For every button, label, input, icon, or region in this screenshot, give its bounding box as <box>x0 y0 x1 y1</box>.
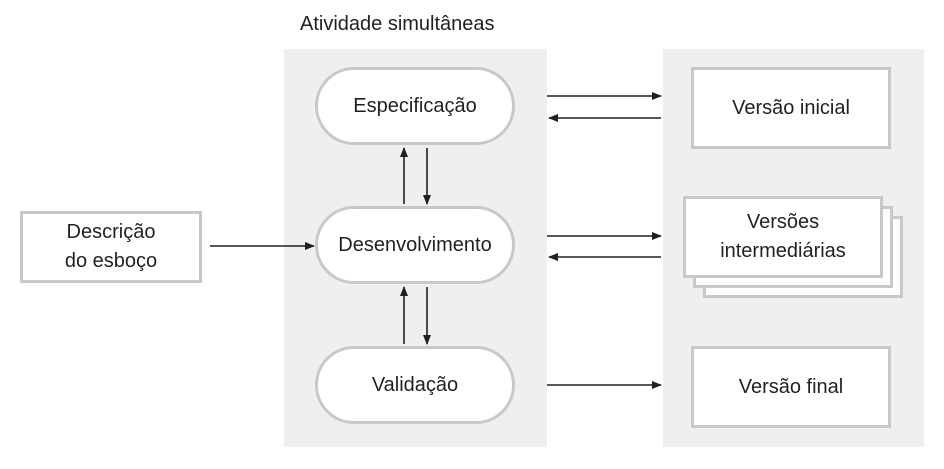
final-version-box: Versão final <box>691 346 891 428</box>
input-box: Descrição do esboço <box>20 211 202 283</box>
development-node: Desenvolvimento <box>315 206 515 284</box>
validation-label: Validação <box>371 373 459 396</box>
development-label: Desenvolvimento <box>338 233 492 256</box>
validation-node: Validação <box>315 346 515 424</box>
input-label: Descrição do esboço <box>64 221 158 272</box>
final-version-label: Versão final <box>738 375 844 398</box>
specification-node: Especificação <box>315 67 515 145</box>
initial-version-label: Versão inicial <box>732 96 850 119</box>
intermediate-versions-box: Versões intermediárias <box>683 196 883 278</box>
initial-version-box: Versão inicial <box>691 67 891 149</box>
intermediate-versions-label: Versões intermediárias <box>720 211 846 262</box>
diagram-title: Atividade simultâneas <box>300 13 495 35</box>
specification-label: Especificação <box>353 94 477 117</box>
